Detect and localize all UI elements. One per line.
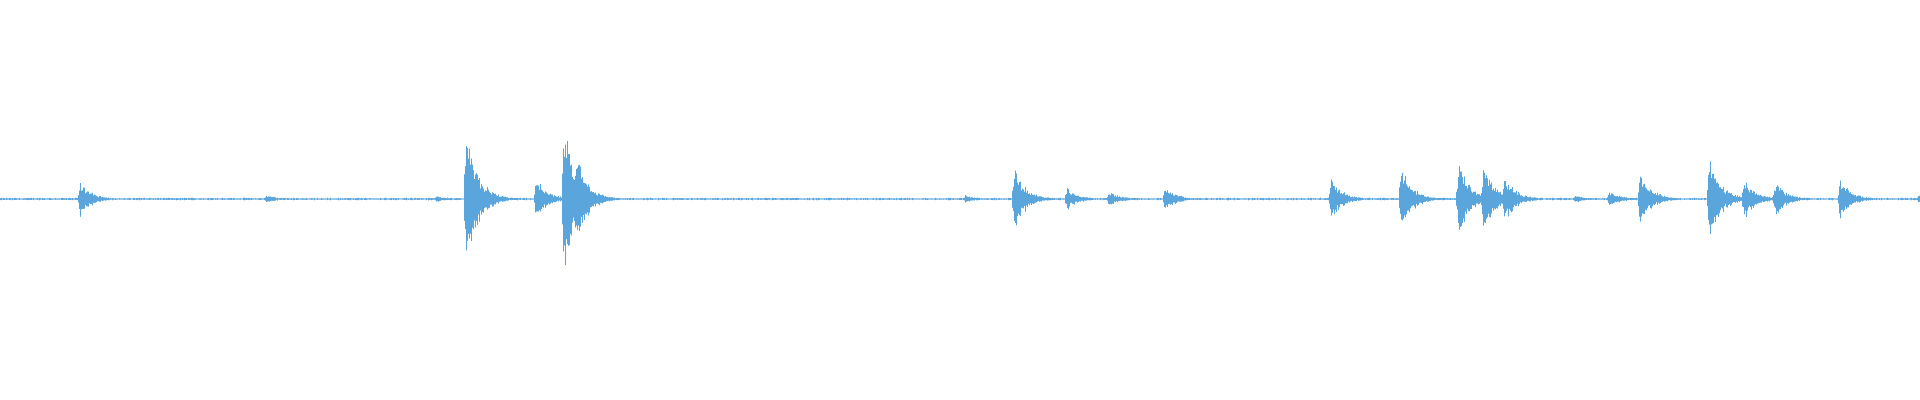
waveform-samples: [0, 141, 1920, 266]
waveform-path: [0, 141, 1920, 266]
